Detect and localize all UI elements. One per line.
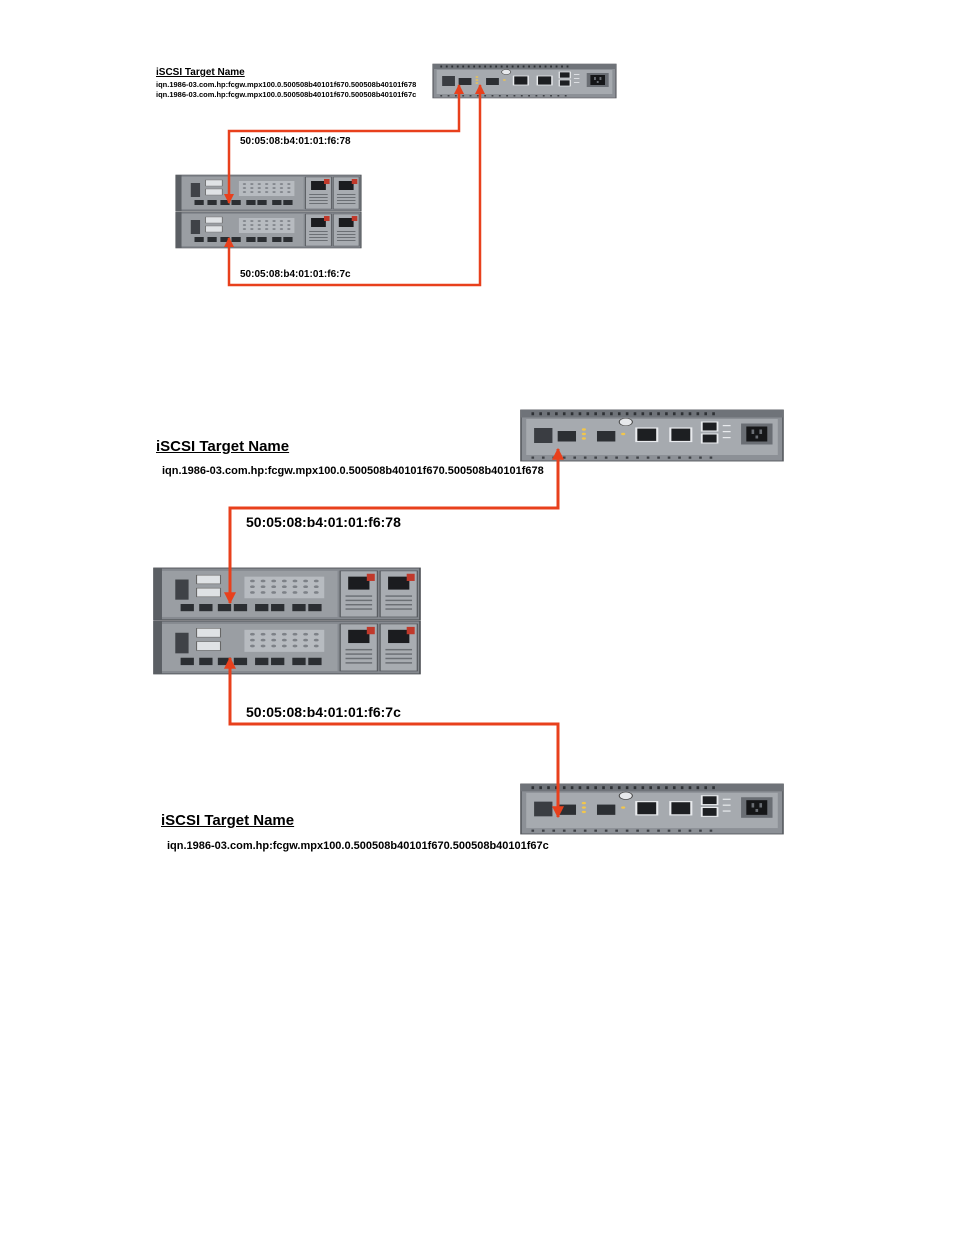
middle-iscsi-heading: iSCSI Target Name [156,438,290,455]
top-iscsi-heading: iSCSI Target Name [156,67,245,78]
middle-router-icon [519,408,785,463]
middle-storage-controller-1-icon [152,566,422,622]
middle-link-lower [224,656,564,819]
middle-iqn-line: iqn.1986-03.com.hp:fcgw.mpx100.0.500508b… [162,465,544,477]
bottom-iscsi-heading: iSCSI Target Name [161,812,295,829]
bottom-router-icon [519,782,785,836]
top-router-icon [432,63,617,99]
top-wwn-upper: 50:05:08:b4:01:01:f6:78 [240,136,351,147]
top-link-lower [224,84,485,287]
middle-link-upper [224,447,564,605]
top-storage-controller-2-icon [175,211,362,249]
top-iqn-line-2: iqn.1986-03.com.hp:fcgw.mpx100.0.500508b… [156,90,417,99]
bottom-iqn-line: iqn.1986-03.com.hp:fcgw.mpx100.0.500508b… [167,840,549,852]
top-wwn-lower: 50:05:08:b4:01:01:f6:7c [240,269,351,280]
top-storage-controller-1-icon [175,174,362,212]
middle-wwn-upper: 50:05:08:b4:01:01:f6:78 [246,514,401,530]
middle-storage-controller-2-icon [152,619,422,676]
middle-wwn-lower: 50:05:08:b4:01:01:f6:7c [246,704,401,720]
top-iqn-line-1: iqn.1986-03.com.hp:fcgw.mpx100.0.500508b… [156,80,417,89]
